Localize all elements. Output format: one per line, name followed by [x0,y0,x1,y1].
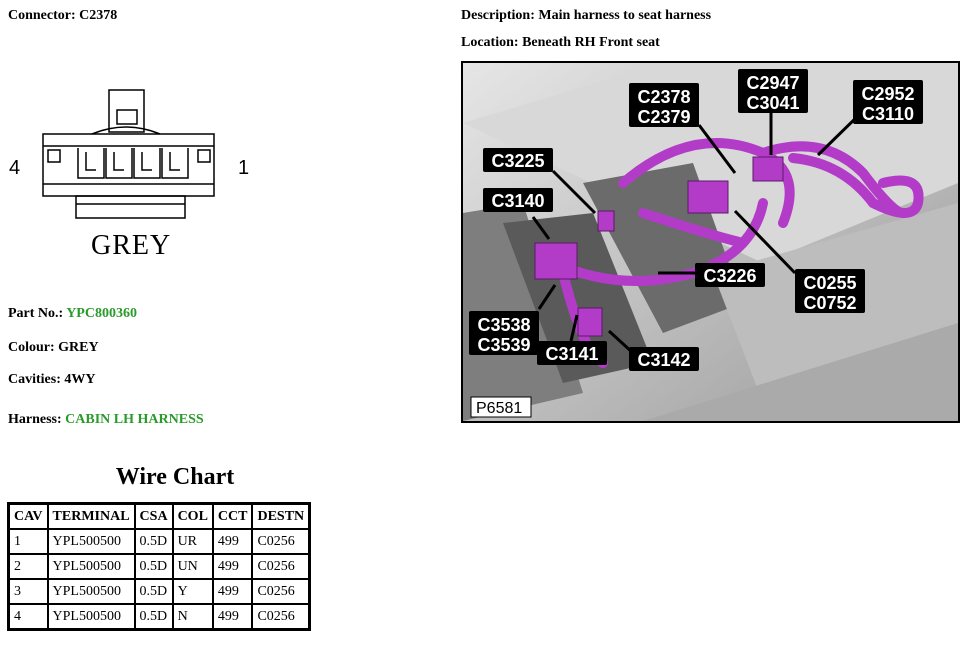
table-row: 2 YPL500500 0.5D UN 499 C0256 [7,553,311,580]
colour-value: GREY [58,340,99,355]
callout-c2379: C2379 [637,107,690,127]
location-photo: C2378 C2379 C2947 C3041 C2952 C3110 C322… [461,61,960,423]
table-row: 4 YPL500500 0.5D N 499 C0256 [7,603,311,631]
colour: Colour: GREY [8,340,99,356]
pin-4-label: 4 [9,157,20,179]
harness-link[interactable]: CABIN LH HARNESS [65,412,204,427]
cell-cav: 1 [7,528,49,555]
callout-c2378: C2378 [637,87,690,107]
description-label: Description: [461,8,535,23]
cell-destn: C0256 [251,553,311,580]
cell-cct: 499 [211,553,254,580]
part-number-label: Part No.: [8,306,64,321]
pin-1-label: 1 [238,157,249,179]
connector-title: Connector: C2378 [8,8,117,24]
header-csa: CSA [133,502,174,530]
callout-c3538: C3538 [477,315,530,335]
cell-col: UN [171,553,214,580]
header-col: COL [171,502,214,530]
cell-destn: C0256 [251,603,311,631]
harness-label: Harness: [8,412,62,427]
callout-c3226: C3226 [703,266,756,286]
header-destn: DESTN [251,502,311,530]
callout-c3140: C3140 [491,191,544,211]
callout-c3539: C3539 [477,335,530,355]
cell-cav: 4 [7,603,49,631]
cell-cct: 499 [211,578,254,605]
cell-cct: 499 [211,528,254,555]
location: Location: Beneath RH Front seat [461,35,660,51]
connector-label: Connector: [8,8,76,23]
cell-cav: 3 [7,578,49,605]
cell-destn: C0256 [251,578,311,605]
cavities-value: 4WY [64,372,96,387]
location-illustration: C2378 C2379 C2947 C3041 C2952 C3110 C322… [463,63,958,421]
colour-label: Colour: [8,340,55,355]
description: Description: Main harness to seat harnes… [461,8,711,24]
callout-c3225: C3225 [491,151,544,171]
cavities: Cavities: 4WY [8,372,96,388]
description-value: Main harness to seat harness [538,8,712,23]
callout-c0752: C0752 [803,293,856,313]
callout-c3110: C3110 [862,104,914,124]
part-number: Part No.: YPC800360 [8,306,137,322]
cell-csa: 0.5D [133,578,174,605]
connector-value: C2378 [79,8,118,23]
photo-reference: P6581 [476,400,522,417]
cell-terminal: YPL500500 [46,603,136,631]
part-number-link[interactable]: YPC800360 [66,306,137,321]
cell-csa: 0.5D [133,603,174,631]
callout-c0255: C0255 [803,273,856,293]
harness: Harness: CABIN LH HARNESS [8,412,204,428]
table-row: 3 YPL500500 0.5D Y 499 C0256 [7,578,311,605]
callout-c3141: C3141 [545,344,598,364]
table-header-row: CAV TERMINAL CSA COL CCT DESTN [7,502,311,530]
header-terminal: TERMINAL [46,502,136,530]
cell-col: Y [171,578,214,605]
wire-chart-title: Wire Chart [115,464,235,490]
cell-terminal: YPL500500 [46,578,136,605]
cell-csa: 0.5D [133,553,174,580]
table-row: 1 YPL500500 0.5D UR 499 C0256 [7,528,311,555]
cell-col: UR [171,528,214,555]
callout-c2952: C2952 [861,84,914,104]
cavities-label: Cavities: [8,372,61,387]
connector-face-diagram: 4 1 [9,89,249,219]
cell-col: N [171,603,214,631]
header-cct: CCT [211,502,254,530]
callout-c2947: C2947 [746,73,799,93]
location-label: Location: [461,35,519,50]
callout-c3041: C3041 [746,93,799,113]
cell-csa: 0.5D [133,528,174,555]
cell-terminal: YPL500500 [46,528,136,555]
callout-c3142: C3142 [637,350,690,370]
wire-chart-table: CAV TERMINAL CSA COL CCT DESTN 1 YPL5005… [7,502,312,631]
cell-cav: 2 [7,553,49,580]
cell-cct: 499 [211,603,254,631]
location-value: Beneath RH Front seat [522,35,660,50]
cell-destn: C0256 [251,528,311,555]
connector-colour-caption: GREY [91,230,172,261]
cell-terminal: YPL500500 [46,553,136,580]
header-cav: CAV [7,502,49,530]
